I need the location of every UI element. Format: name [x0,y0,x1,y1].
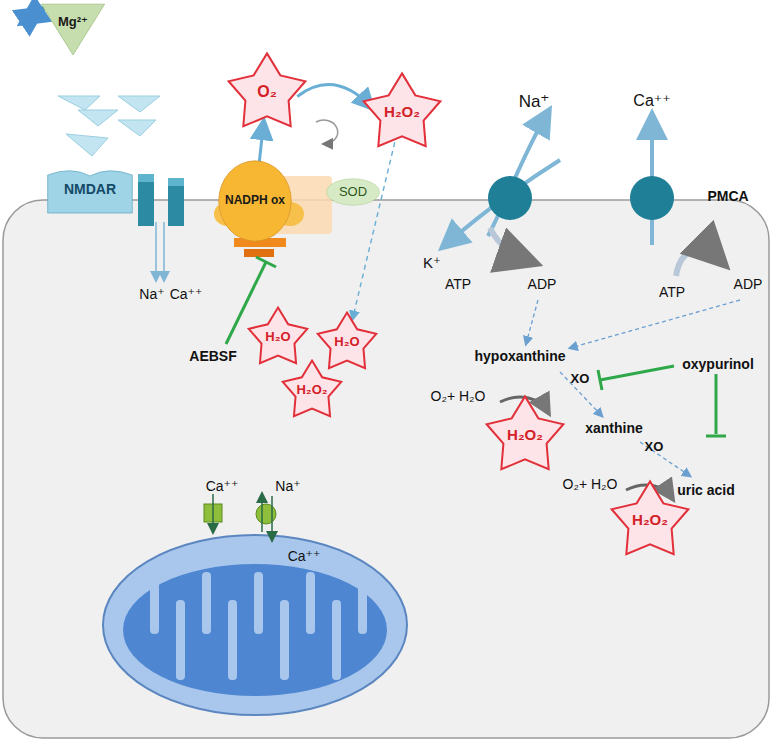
superoxide-star: O₂ [225,50,309,134]
node-label: H₂O₂ [507,427,543,444]
connector [259,122,263,162]
node-label: H₂O [334,335,359,349]
text-label: Ca⁺⁺ [633,92,670,110]
text-label: ATP [445,276,471,292]
nadph-oxidase: NADPH ox [218,160,292,242]
node-label: O₂ [257,83,277,101]
text-label: uric acid [677,482,735,498]
node-label: Mg²⁺ [58,15,88,29]
mg-arrow [20,8,44,24]
text-label: xanthine [585,420,643,436]
peroxide-star: H₂O₂ [360,70,444,154]
node-label: H₂O [265,330,290,344]
text-label: AEBSF [189,348,236,364]
node-label: H₂O₂ [296,383,327,397]
node-label: NMDAR [64,182,116,197]
text-label: ADP [528,276,557,292]
text-label: Na⁺ [139,286,164,302]
nmdar-channel [138,174,184,280]
mitochondrion [103,494,407,715]
text-label: oxypurinol [682,356,754,372]
text-label: Ca⁺⁺ [170,286,203,302]
node-label: H₂O₂ [384,104,420,121]
node-label: NADPH ox [225,194,285,207]
glutamate-triangles [58,96,160,156]
text-label: ADP [734,276,763,292]
text-label: ATP [659,284,685,300]
connector [353,142,395,319]
mg-ion: Mg²⁺ [40,2,106,56]
dismutation-arrow [316,120,338,144]
text-label: O₂+ H₂O [563,476,618,492]
peroxide-star: H₂O₂ [280,358,344,422]
text-label: XO [645,440,664,455]
connector [297,85,372,108]
peroxide-star: H₂O₂ [483,393,567,477]
nmda-receptor: NMDAR [44,165,136,215]
node-label: H₂O₂ [632,512,668,529]
water-star: H₂O [315,310,379,374]
text-label: Ca⁺⁺ [288,548,321,564]
text-label: Ca⁺⁺ [206,478,239,494]
node-outline [40,2,106,56]
sod-enzyme: SOD [326,178,380,206]
water-star: H₂O [246,305,310,369]
text-label: Na⁺ [519,92,550,112]
purine-dashed-arrows [526,300,740,476]
na-k-pump [444,112,560,262]
text-label: PMCA [707,188,748,204]
cell-membrane [3,200,769,738]
text-label: XO [571,372,590,387]
text-label: Na⁺ [275,478,300,494]
text-label: K⁺ [423,254,441,271]
text-label: hypoxanthine [474,348,565,364]
node-label: SOD [339,185,367,199]
text-label: O₂+ H₂O [431,388,486,404]
